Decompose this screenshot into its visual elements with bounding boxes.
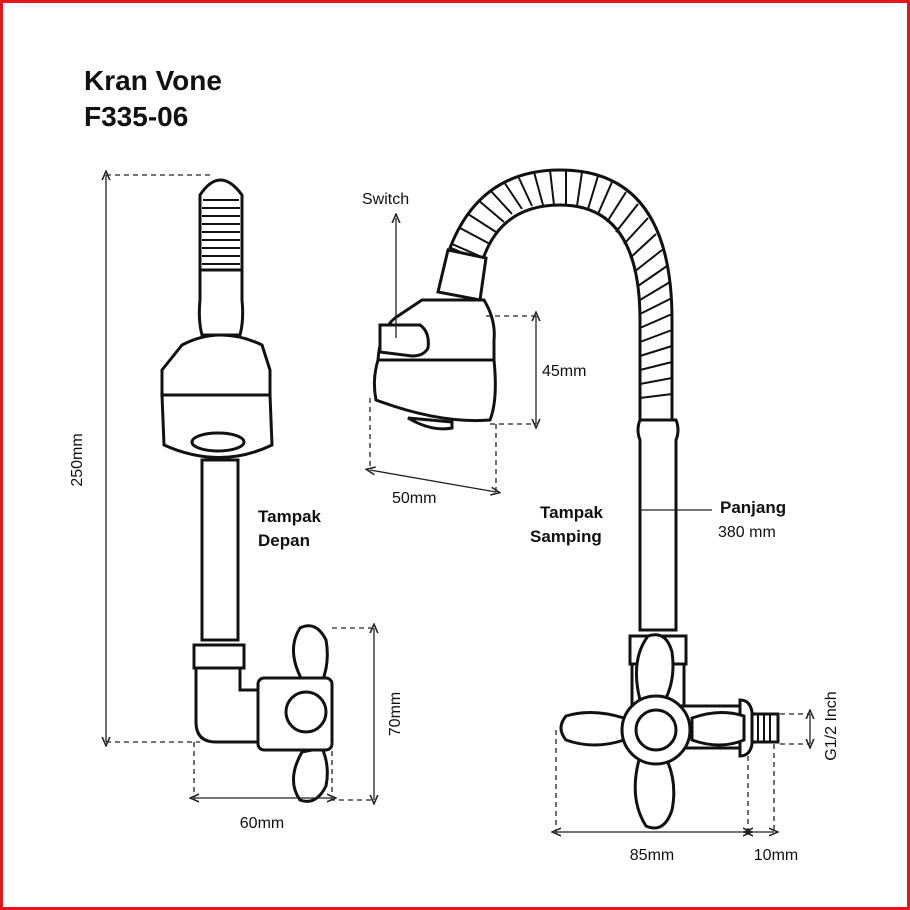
head-45-label: 45mm [542, 363, 586, 380]
product-name: Kran Vone [84, 65, 222, 96]
side-view-label-2: Samping [530, 527, 602, 546]
length-value: 380 mm [718, 524, 776, 541]
length-title: Panjang [720, 498, 786, 517]
product-code: F335-06 [84, 101, 188, 132]
handle-85-label: 85mm [630, 847, 674, 864]
height-70-label: 70mm [387, 692, 404, 736]
side-view-label-1: Tampak [540, 503, 604, 522]
head-50-label: 50mm [392, 490, 436, 507]
side-view-faucet [372, 168, 780, 830]
switch-label: Switch [362, 191, 409, 208]
thread-10-label: 10mm [754, 847, 798, 864]
front-view-label-1: Tampak [258, 507, 322, 526]
height-250-label: 250mm [69, 433, 86, 486]
front-view-faucet [160, 178, 334, 803]
front-view-label-2: Depan [258, 531, 310, 550]
width-60-label: 60mm [240, 815, 284, 832]
thread-size-label: G1/2 Inch [823, 691, 840, 760]
